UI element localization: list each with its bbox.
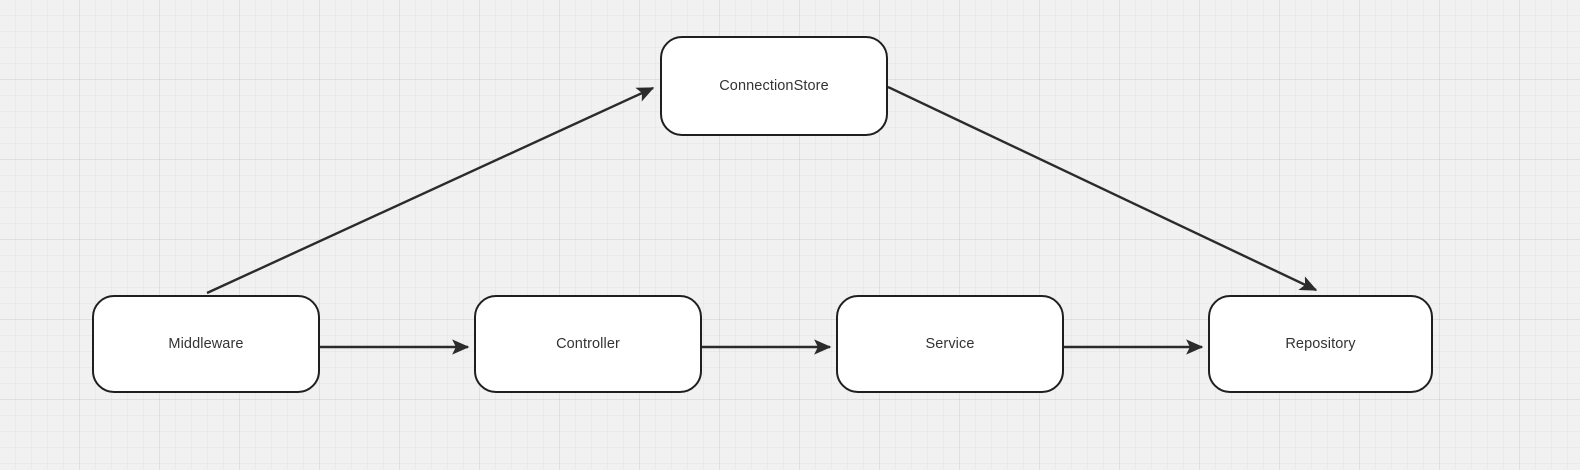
edge-middleware-connectionstore — [206, 86, 655, 295]
node-service[interactable]: Service — [836, 295, 1064, 393]
node-label: Controller — [556, 336, 620, 352]
node-label: Repository — [1285, 336, 1356, 352]
node-middleware[interactable]: Middleware — [92, 295, 320, 393]
node-label: ConnectionStore — [719, 78, 829, 94]
node-label: Middleware — [168, 336, 244, 352]
edge-connectionstore-repository — [887, 85, 1318, 292]
node-connectionstore[interactable]: ConnectionStore — [660, 36, 888, 136]
node-controller[interactable]: Controller — [474, 295, 702, 393]
node-label: Service — [925, 336, 975, 352]
node-repository[interactable]: Repository — [1208, 295, 1433, 393]
